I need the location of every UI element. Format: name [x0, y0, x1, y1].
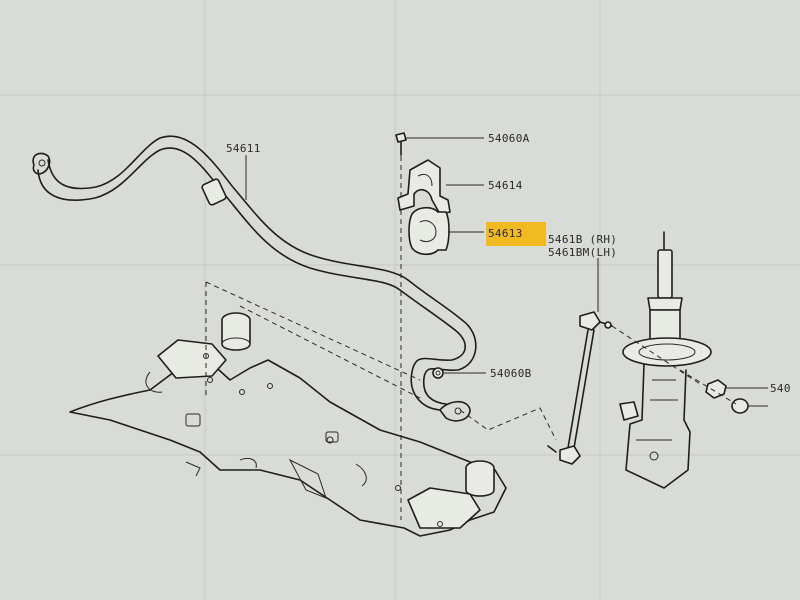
label-bolt-54060b: 54060B: [490, 367, 532, 380]
label-stabilizer-bar: 54611: [226, 142, 261, 155]
label-clamp: 54614: [488, 179, 523, 192]
label-bolt-54060a: 54060A: [488, 132, 530, 145]
subframe[interactable]: [69, 312, 507, 537]
stabilizer-bar[interactable]: [32, 135, 477, 422]
label-nut-right: 540: [770, 382, 791, 395]
nut-right[interactable]: [705, 379, 749, 414]
bushing-54613[interactable]: [408, 206, 450, 256]
clamp-54614[interactable]: [397, 159, 451, 215]
bolt-54060a[interactable]: [395, 132, 407, 156]
stabilizer-link[interactable]: [547, 311, 613, 465]
label-bushing: 54613: [488, 227, 523, 240]
label-link-lh: 5461BM(LH): [548, 246, 617, 259]
leader-lines: [245, 137, 768, 407]
assembly-guides: [205, 281, 737, 441]
label-link-rh: 5461B (RH): [548, 233, 617, 246]
highlight-marker: [486, 222, 546, 246]
bolt-54060b[interactable]: [432, 367, 444, 379]
strut-assembly[interactable]: [619, 231, 712, 489]
